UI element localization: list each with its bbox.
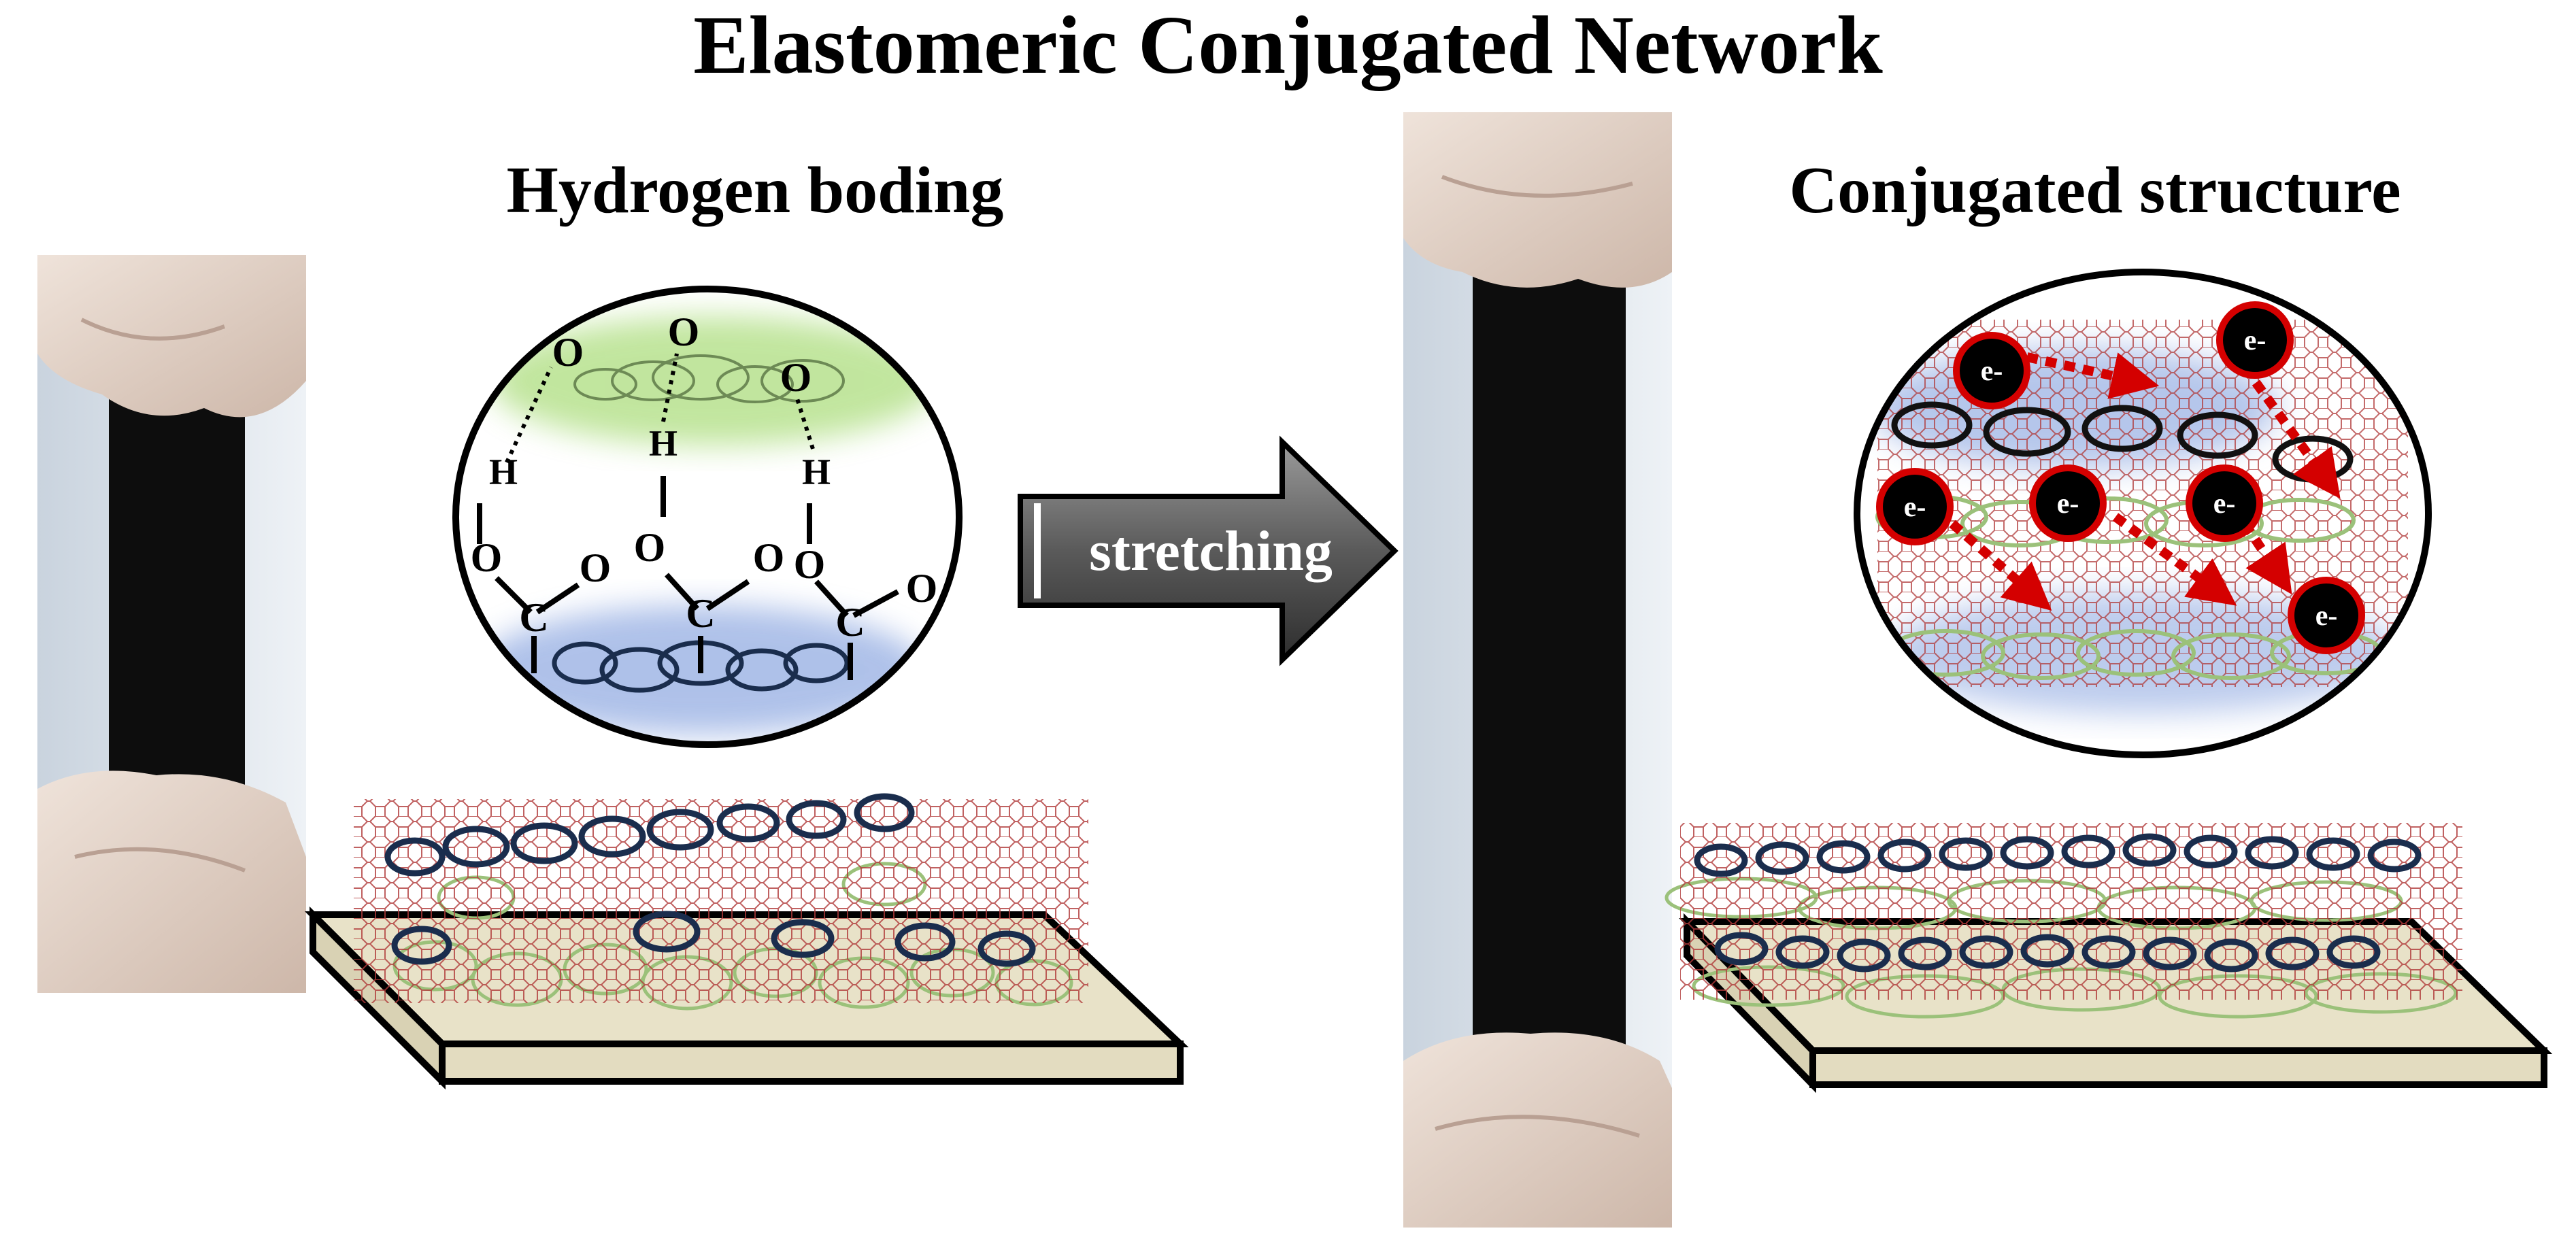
atom-o-mid-2: O	[634, 525, 666, 570]
figure-title: Elastomeric Conjugated Network	[693, 0, 1883, 91]
electron-label: e-	[2244, 325, 2266, 356]
atom-h-2: H	[649, 423, 678, 464]
electron-label: e-	[2315, 600, 2338, 632]
atom-o-mid-3: O	[794, 542, 826, 587]
right-panel-heading: Conjugated structure	[1789, 154, 2401, 227]
right-substrate-network	[1665, 823, 2553, 1094]
atom-h-1: H	[489, 452, 518, 492]
left-substrate-network	[304, 793, 1189, 1090]
left-panel-heading: Hydrogen boding	[506, 154, 1004, 227]
atom-o-top-1: O	[552, 330, 584, 375]
electron-label: e-	[1904, 492, 1926, 523]
conjugated-structure-inset: e- e- e- e- e-	[1854, 269, 2432, 758]
electron-icon: e-	[2186, 464, 2263, 542]
atom-o-dbl-3: O	[906, 566, 938, 611]
electron-label: e-	[2057, 488, 2079, 520]
electron-icons: e- e- e- e- e-	[1876, 301, 2365, 654]
electron-icon: e-	[1876, 468, 1954, 545]
atom-o-top-3: O	[780, 355, 812, 400]
electron-icon: e-	[2288, 577, 2365, 654]
atom-o-dbl-2: O	[753, 535, 785, 580]
atom-c-1: C	[519, 595, 548, 640]
unstretched-sample-photo	[37, 255, 306, 993]
atom-o-mid-1: O	[471, 535, 503, 580]
electron-label: e-	[2213, 488, 2236, 520]
atom-o-top-2: O	[668, 309, 700, 354]
hydrogen-bond-inset: O O O H H H O O O O O O C C C	[452, 286, 963, 748]
electron-icon: e-	[1953, 332, 2030, 409]
atom-h-3: H	[802, 452, 831, 492]
stretching-label: stretching	[1089, 520, 1333, 583]
atom-o-dbl-1: O	[580, 545, 612, 590]
electron-icon: e-	[2216, 301, 2294, 379]
atom-c-3: C	[835, 600, 865, 645]
electron-label: e-	[1981, 356, 2003, 387]
atom-c-2: C	[686, 591, 715, 636]
stretching-arrow: stretching	[1018, 435, 1399, 666]
stretched-sample-photo	[1403, 112, 1672, 1228]
electron-icon: e-	[2029, 464, 2107, 542]
